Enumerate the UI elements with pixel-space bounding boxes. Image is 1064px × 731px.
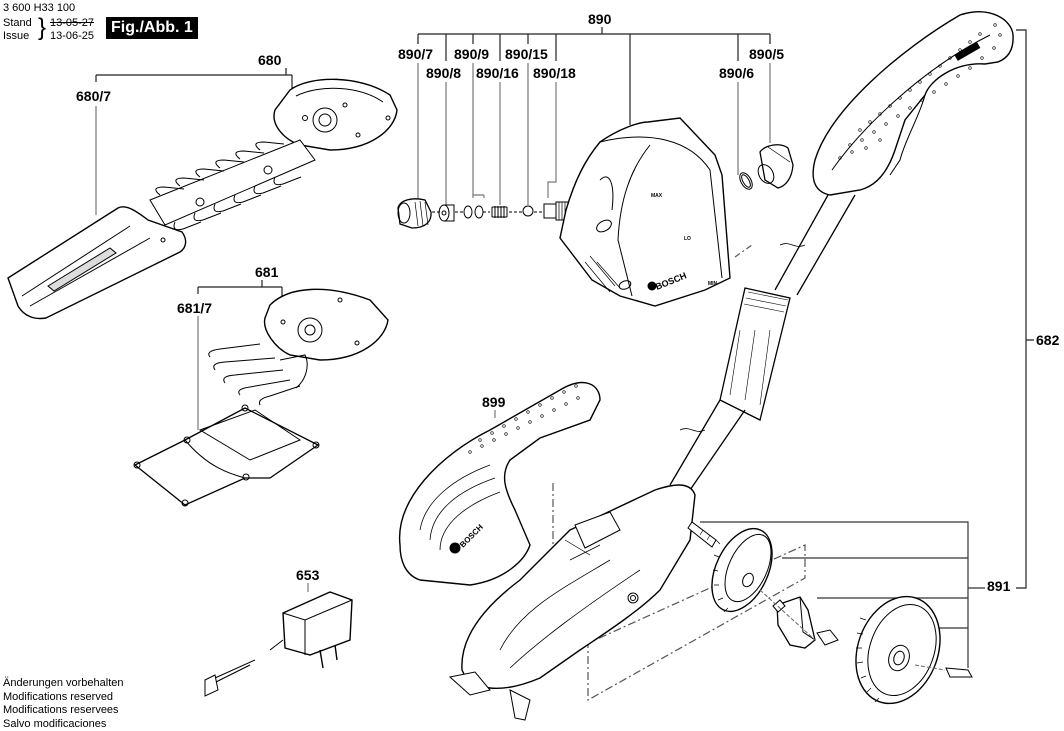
label-890-6[interactable]: 890/6 xyxy=(719,65,755,81)
label-653[interactable]: 653 xyxy=(296,567,320,583)
label-890[interactable]: 890 xyxy=(588,11,612,27)
handle-grip-dots xyxy=(838,23,1002,160)
part-890-8-bushing[interactable] xyxy=(438,204,455,222)
part-890-16-spring[interactable] xyxy=(491,206,508,218)
brace-symbol: } xyxy=(38,14,47,41)
shear-bosch-logo-icon xyxy=(449,542,461,554)
label-681[interactable]: 681 xyxy=(255,264,279,280)
modifications-note: Änderungen vorbehalten Modifications res… xyxy=(3,677,123,731)
label-680[interactable]: 680 xyxy=(258,52,282,68)
label-899[interactable]: 899 xyxy=(482,394,506,410)
label-891[interactable]: 891 xyxy=(987,578,1011,594)
min-mark-text: MIN xyxy=(708,281,718,287)
part-890-9-o-rings[interactable] xyxy=(463,205,484,219)
label-682[interactable]: 682 xyxy=(1036,332,1060,348)
label-890-15[interactable]: 890/15 xyxy=(505,46,548,62)
part-653-charger[interactable] xyxy=(204,591,353,697)
note-line: Änderungen vorbehalten xyxy=(3,677,124,689)
lo-mark-text: LO xyxy=(684,236,691,242)
part-891-axle-pin-right[interactable] xyxy=(945,667,973,678)
stand-label: Stand xyxy=(3,17,32,29)
label-890-8[interactable]: 890/8 xyxy=(426,65,462,81)
part-890-5-adjuster-knob[interactable] xyxy=(755,144,794,189)
part-899-shear-body[interactable]: BOSCH xyxy=(399,381,601,586)
label-890-18[interactable]: 890/18 xyxy=(533,65,576,81)
note-line: Modifications reservees xyxy=(3,704,119,716)
note-line: Modifications reserved xyxy=(3,690,114,703)
part-891-axle-bracket[interactable] xyxy=(772,596,839,649)
part-890-6-gasket-ring[interactable] xyxy=(737,171,755,192)
document-number: 3 600 H33 100 xyxy=(3,2,76,14)
max-mark-text: MAX xyxy=(651,193,663,199)
note-line: Salvo modificaciones xyxy=(3,717,107,730)
label-890-7[interactable]: 890/7 xyxy=(398,46,434,62)
grip-dots xyxy=(468,384,580,454)
part-680-7-blade-guard[interactable] xyxy=(7,206,187,320)
label-681-7[interactable]: 681/7 xyxy=(177,300,213,316)
issue-date: 13-06-25 xyxy=(50,30,95,42)
part-890-motor-unit[interactable]: BOSCH MAX LO MIN xyxy=(559,117,731,307)
old-date: 13-05-27 xyxy=(50,17,95,29)
part-682-telescopic-handle[interactable] xyxy=(669,11,1014,491)
bosch-logo-icon xyxy=(647,281,657,291)
part-891-wheel-left[interactable] xyxy=(700,519,784,621)
label-680-7[interactable]: 680/7 xyxy=(76,88,112,104)
part-680-blade-assembly[interactable] xyxy=(149,78,398,231)
figure-badge: Fig./Abb. 1 xyxy=(106,17,198,39)
handle-bosch-badge xyxy=(954,41,981,61)
axle-axis-line xyxy=(759,589,946,671)
label-890-16[interactable]: 890/16 xyxy=(476,65,519,81)
trolley-chassis[interactable] xyxy=(448,484,696,721)
part-891-wheel-right[interactable] xyxy=(842,585,955,716)
part-681-7-guard-plate[interactable] xyxy=(133,404,320,507)
label-890-5[interactable]: 890/5 xyxy=(749,46,785,62)
part-891-axle-pin-left[interactable] xyxy=(687,521,717,548)
part-890-7-knob[interactable] xyxy=(397,198,432,229)
issue-label: Issue xyxy=(3,30,30,42)
part-890-15-ball[interactable] xyxy=(522,205,534,217)
part-681-shrub-blade[interactable] xyxy=(208,288,389,406)
label-890-9[interactable]: 890/9 xyxy=(454,46,490,62)
